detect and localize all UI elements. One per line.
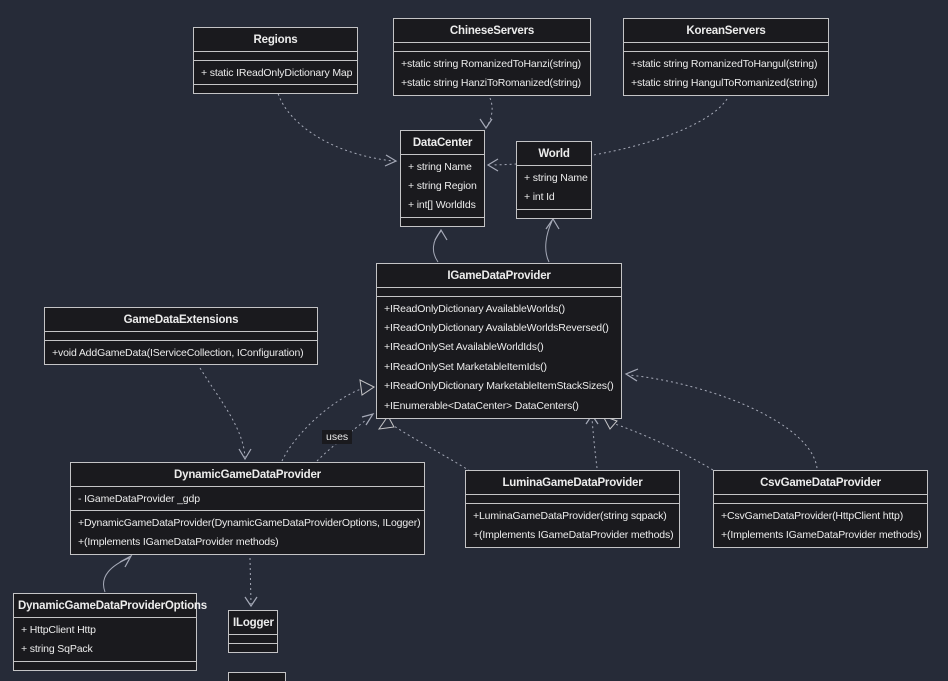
- edge-dynamic-uses-igdp-arrowhead: [361, 413, 375, 426]
- edge-lumina-to-igdp: [591, 417, 598, 469]
- edge-dynamic-to-ilogger: [249, 557, 252, 605]
- edge-lumina-realizes-igdp-triangle: [377, 415, 395, 430]
- edge-dynamic-uses-igdp: [316, 419, 367, 462]
- uses-edge-label: uses: [322, 430, 353, 444]
- edge-dynamic-to-ilogger-arrowhead: [244, 596, 258, 608]
- edge-koreanservers-to-datacenter-arrowhead: [486, 158, 499, 172]
- edge-csv-to-igdp-arrowhead: [624, 368, 639, 382]
- edge-regions-to-datacenter-arrowhead: [384, 154, 398, 167]
- edge-csv-to-igdp: [628, 374, 818, 469]
- edge-igdp-to-world: [545, 220, 553, 263]
- edge-dynamic-realizes-igdp-triangle: [359, 379, 375, 396]
- clipped-class-box: [228, 672, 286, 681]
- edge-gde-to-dynamic: [199, 367, 246, 458]
- edge-options-to-dynamic: [103, 557, 130, 593]
- edge-igdp-to-world-arrowhead: [545, 217, 560, 230]
- edge-chineseservers-to-datacenter-arrowhead: [479, 118, 493, 130]
- edge-lumina-realizes-igdp: [393, 425, 471, 472]
- edge-dynamic-realizes-igdp: [281, 388, 362, 462]
- edge-options-to-dynamic-arrowhead: [119, 554, 133, 568]
- edge-igdp-to-datacenter-arrowhead: [434, 228, 448, 241]
- edge-csv-realizes-igdp-triangle: [601, 415, 618, 430]
- edge-csv-realizes-igdp: [611, 422, 714, 471]
- edge-gde-to-dynamic-arrowhead: [238, 448, 252, 461]
- edge-regions-to-datacenter: [276, 88, 394, 162]
- edge-koreanservers-to-datacenter: [491, 98, 728, 166]
